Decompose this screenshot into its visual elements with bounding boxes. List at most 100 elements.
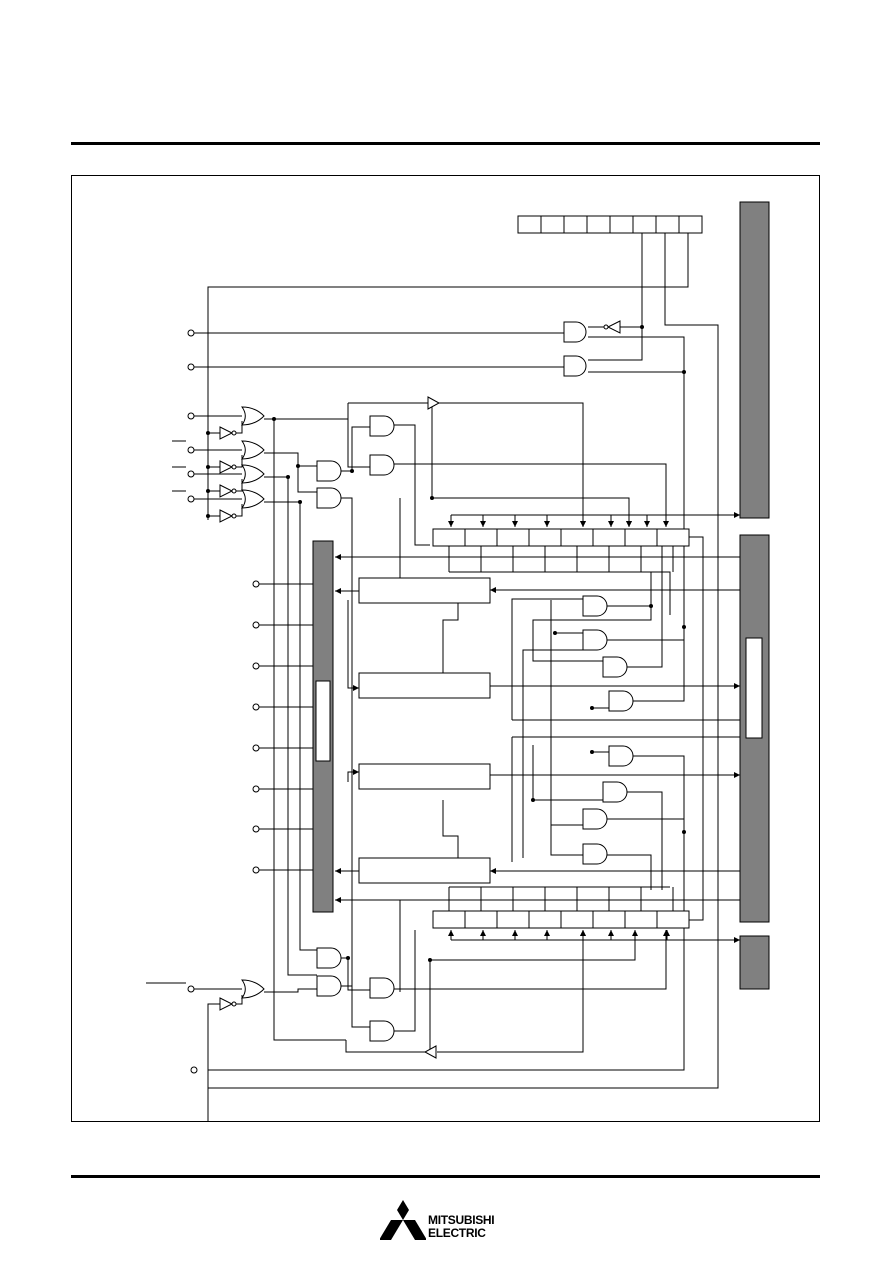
latch-cell bbox=[624, 528, 658, 547]
pin-terminal bbox=[187, 363, 195, 371]
latch-cell bbox=[464, 528, 498, 547]
register-cell bbox=[632, 215, 657, 234]
diagram-frame bbox=[71, 175, 820, 1122]
junction-dot bbox=[296, 464, 300, 468]
and-gate bbox=[582, 595, 608, 617]
latch-cell bbox=[624, 910, 658, 929]
or-gate bbox=[241, 464, 265, 484]
data-bus-lower bbox=[739, 935, 770, 990]
junction-dot bbox=[350, 469, 354, 473]
and-gate bbox=[369, 415, 395, 437]
mitsubishi-logo: MITSUBISHI ELECTRIC bbox=[379, 1198, 520, 1244]
inverter-bubble bbox=[603, 324, 609, 330]
inverter-bubble bbox=[231, 488, 237, 494]
junction-dot bbox=[682, 625, 686, 629]
pin-terminal bbox=[190, 1066, 198, 1074]
brand-name-line2: ELECTRIC bbox=[428, 1226, 486, 1240]
register-cell bbox=[655, 215, 680, 234]
junction-dot bbox=[298, 500, 302, 504]
junction-dot bbox=[346, 956, 350, 960]
junction-dot bbox=[206, 514, 210, 518]
three-diamonds-icon bbox=[379, 1200, 427, 1240]
brand-name-line1: MITSUBISHI bbox=[428, 1213, 495, 1227]
inverter bbox=[219, 484, 234, 498]
latch-cell bbox=[432, 910, 466, 929]
or-gate bbox=[241, 489, 265, 509]
or-gate bbox=[241, 440, 265, 460]
junction-dot bbox=[428, 958, 432, 962]
pin-terminal bbox=[187, 412, 195, 420]
footer-rule bbox=[71, 1175, 820, 1178]
junction-dot bbox=[286, 475, 290, 479]
and-gate bbox=[563, 355, 587, 377]
header-rule bbox=[71, 142, 820, 145]
junction-dot bbox=[640, 325, 644, 329]
or-gate bbox=[241, 406, 265, 426]
latch-cell bbox=[560, 528, 594, 547]
pin-terminal bbox=[252, 662, 260, 670]
latch-cell bbox=[496, 528, 530, 547]
and-gate bbox=[602, 781, 628, 803]
function-block-1 bbox=[358, 577, 491, 604]
junction-dot bbox=[430, 496, 434, 500]
inverter-bubble bbox=[231, 430, 237, 436]
inverter-bubble bbox=[231, 464, 237, 470]
latch-cell bbox=[656, 910, 690, 929]
pin-terminal bbox=[187, 985, 195, 993]
junction-dot bbox=[649, 604, 653, 608]
latch-cell bbox=[528, 528, 562, 547]
junction-dot bbox=[553, 631, 557, 635]
junction-dot bbox=[590, 706, 594, 710]
and-gate bbox=[582, 808, 608, 830]
wiring bbox=[146, 233, 740, 1122]
function-block-2 bbox=[358, 672, 491, 699]
pin-terminal bbox=[187, 329, 195, 337]
pin-terminal bbox=[252, 621, 260, 629]
and-gate bbox=[582, 843, 608, 865]
latch-cell bbox=[560, 910, 594, 929]
junction-dot bbox=[682, 830, 686, 834]
junction-dot bbox=[206, 465, 210, 469]
pin-terminal bbox=[187, 446, 195, 454]
latch-cell bbox=[592, 910, 626, 929]
bus-label-window bbox=[745, 637, 763, 739]
pin-terminal bbox=[252, 785, 260, 793]
and-gate bbox=[316, 975, 342, 997]
junction-dot bbox=[206, 431, 210, 435]
junction-dot bbox=[272, 417, 276, 421]
register-cell bbox=[586, 215, 611, 234]
inverter bbox=[219, 509, 234, 523]
pin-terminal bbox=[252, 703, 260, 711]
pin-terminal bbox=[252, 580, 260, 588]
buffer bbox=[423, 1045, 437, 1059]
and-gate bbox=[608, 690, 634, 712]
latch-cell bbox=[592, 528, 626, 547]
port-bus-window bbox=[315, 680, 331, 762]
and-gate bbox=[369, 977, 395, 999]
latch-cell bbox=[496, 910, 530, 929]
junction-dot bbox=[531, 798, 535, 802]
inverter-bubble bbox=[231, 513, 237, 519]
register-cell bbox=[517, 215, 542, 234]
and-gate bbox=[369, 454, 395, 476]
data-bus-upper bbox=[739, 201, 770, 519]
junction-dot bbox=[590, 750, 594, 754]
and-gate bbox=[316, 487, 342, 509]
and-gate bbox=[563, 321, 587, 343]
function-block-4 bbox=[358, 857, 491, 884]
and-gate bbox=[369, 1020, 395, 1042]
or-gate bbox=[241, 979, 265, 999]
inverter-bubble bbox=[231, 1001, 237, 1007]
latch-cell bbox=[432, 528, 466, 547]
pin-terminal bbox=[252, 866, 260, 874]
and-gate bbox=[608, 745, 634, 767]
register-cell bbox=[540, 215, 565, 234]
and-gate bbox=[316, 947, 342, 969]
inverter bbox=[219, 426, 234, 440]
register-cell bbox=[563, 215, 588, 234]
inverter bbox=[219, 460, 234, 474]
junction-dot bbox=[206, 489, 210, 493]
inverter bbox=[606, 320, 621, 334]
pin-terminal bbox=[187, 495, 195, 503]
